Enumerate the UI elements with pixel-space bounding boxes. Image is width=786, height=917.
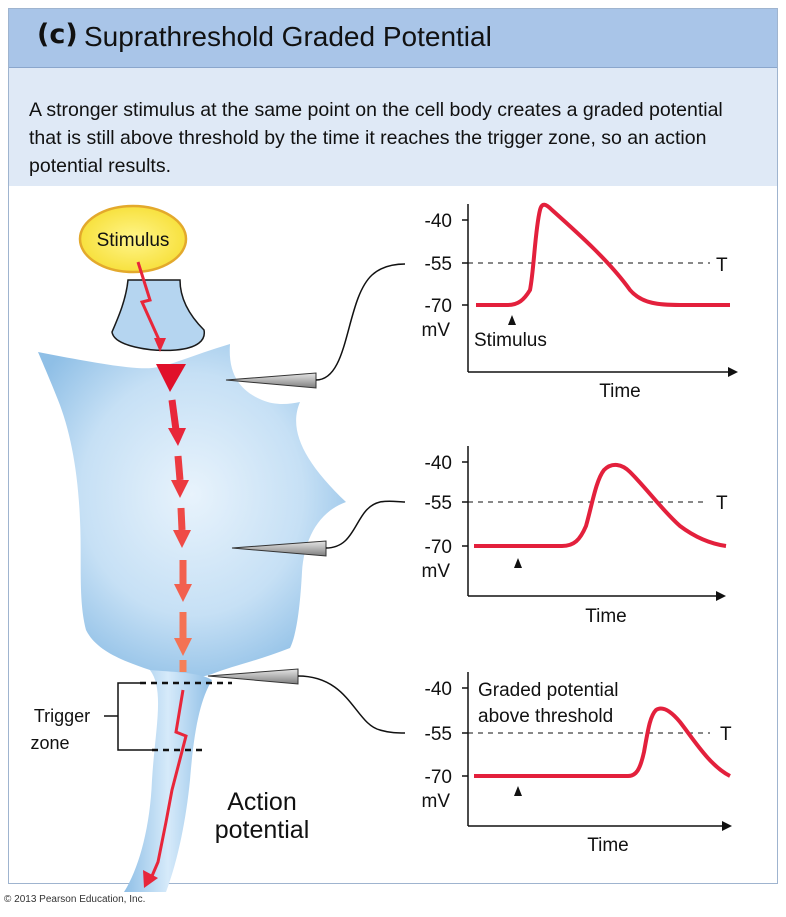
graph-2-tick-label-70: -70 [425, 537, 452, 558]
graph-2-x-arrowhead [716, 591, 726, 601]
graph-1-unit: mV [422, 320, 451, 341]
graph-1-stimulus-marker [508, 315, 516, 325]
graph-1-threshold-label: T [716, 255, 728, 276]
graph-3-threshold-label: T [720, 724, 732, 745]
graph-1-tick-label-55: -55 [425, 254, 452, 275]
graph-1-x-label: Time [599, 381, 641, 402]
trigger-zone-label-2: zone [30, 733, 69, 753]
graph-2-unit: mV [422, 561, 451, 582]
graph-2-stimulus-marker [514, 558, 522, 568]
graph-3-tick-label-55: -55 [425, 724, 452, 745]
trigger-zone-bracket [104, 683, 152, 750]
copyright-notice: © 2013 Pearson Education, Inc. [4, 894, 145, 905]
electrode-2-wire [326, 501, 405, 548]
action-potential-label-1: Action [227, 788, 296, 816]
graph-1-annotation: Stimulus [474, 330, 547, 351]
graph-3-tick-label-40: -40 [425, 679, 452, 700]
electrode-1-wire [316, 264, 405, 380]
graph-2-trace [474, 465, 726, 546]
graph-2-threshold-label: T [716, 493, 728, 514]
graph-1-trace [476, 205, 730, 305]
graph-1-tick-label-70: -70 [425, 296, 452, 317]
stimulus-label: Stimulus [97, 230, 170, 251]
graded-arrow-4 [181, 508, 182, 530]
graph-1-x-arrowhead [728, 367, 738, 377]
graph-3-annotation-line-1: Graded potential [478, 680, 619, 701]
electrode-3-wire [298, 676, 405, 733]
graph-3: -40 -55 -70 mV T Graded potential above … [422, 672, 733, 856]
graph-3-tick-label-70: -70 [425, 767, 452, 788]
axon [124, 670, 212, 892]
graph-2-x-label: Time [585, 606, 627, 627]
action-potential-label-2: potential [215, 816, 310, 844]
graph-3-x-label: Time [587, 835, 629, 856]
graph-3-annotation-line-2: above threshold [478, 706, 613, 727]
graph-1: -40 -55 -70 mV T Stimulus Time [422, 204, 739, 402]
graph-1-tick-label-40: -40 [425, 211, 452, 232]
graph-3-x-arrowhead [722, 821, 732, 831]
graded-arrow-3 [178, 456, 180, 480]
graph-2-tick-label-55: -55 [425, 493, 452, 514]
graph-3-stimulus-marker [514, 786, 522, 796]
graph-2: -40 -55 -70 mV T Time [422, 446, 729, 627]
trigger-zone-label-1: Trigger [34, 706, 90, 726]
graph-3-unit: mV [422, 791, 451, 812]
graded-arrow-2 [172, 400, 176, 430]
graph-2-tick-label-40: -40 [425, 453, 452, 474]
